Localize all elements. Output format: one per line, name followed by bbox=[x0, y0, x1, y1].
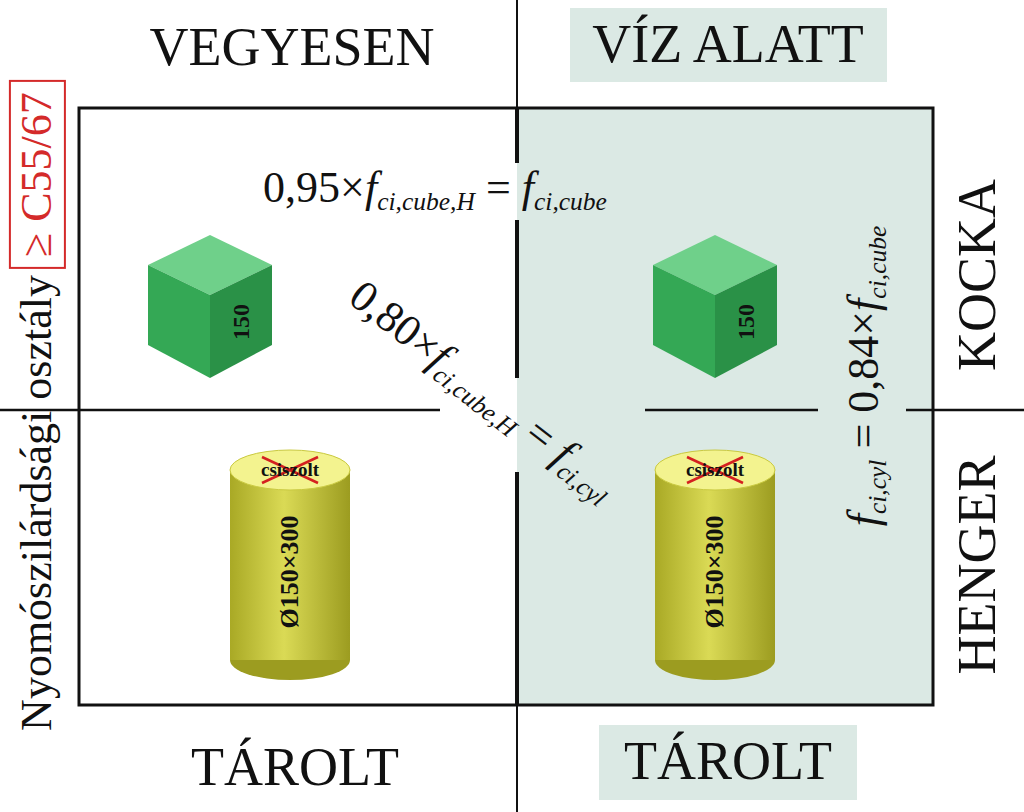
divider-line bbox=[516, 705, 518, 812]
dimension-label: Ø150×300 bbox=[276, 515, 305, 628]
cylinder-body bbox=[655, 470, 775, 660]
box-text: TÁROLT bbox=[624, 732, 832, 791]
formula: fci,cyl = 0,84×fci,cube bbox=[840, 226, 892, 527]
formula: 0,95×fci,cube,H = fci,cube bbox=[263, 164, 607, 216]
divider-line bbox=[515, 108, 519, 163]
formula-part: = bbox=[475, 163, 522, 212]
subscript: ci,cube bbox=[863, 226, 892, 299]
cylinder-top bbox=[230, 450, 350, 490]
vertical-caption: Nyomószilárdsági osztály ≥ C55/67 bbox=[9, 80, 66, 731]
cube-face bbox=[148, 265, 210, 378]
cylinder-specimen bbox=[230, 450, 350, 680]
struck-label: csiszolt bbox=[686, 460, 744, 481]
subscript: ci,cyl bbox=[863, 460, 892, 515]
formula-part: = 0,84× bbox=[839, 311, 888, 460]
footer-box: TÁROLT bbox=[599, 725, 857, 800]
dimension-label: 150 bbox=[228, 304, 254, 340]
outer-frame bbox=[79, 108, 933, 705]
header-box: VÍZ ALATT bbox=[570, 8, 887, 82]
dimension-label: Ø150×300 bbox=[701, 515, 730, 628]
divider-line bbox=[515, 220, 519, 378]
cube-face bbox=[210, 265, 272, 378]
variable: f bbox=[522, 163, 534, 212]
divider-line bbox=[0, 409, 440, 412]
class-box: ≥ C55/67 bbox=[9, 80, 66, 269]
divider-line bbox=[906, 409, 1024, 412]
column-heading: VEGYESEN bbox=[150, 18, 435, 77]
dimension-label: 150 bbox=[733, 304, 759, 340]
formula-part: 0,95× bbox=[263, 163, 365, 212]
row-heading: HENGER bbox=[948, 456, 1007, 675]
cylinder-top bbox=[655, 450, 775, 490]
variable: f bbox=[365, 163, 377, 212]
cylinder-body bbox=[230, 470, 350, 660]
divider-line bbox=[645, 409, 818, 412]
variable: f bbox=[839, 514, 888, 526]
cube-specimen bbox=[148, 235, 272, 378]
cylinder-specimen bbox=[655, 450, 775, 680]
subscript: ci,cube,H bbox=[377, 187, 475, 216]
box-text: ≥ C55/67 bbox=[13, 92, 61, 257]
vertical-divider bbox=[517, 0, 518, 812]
cube-face bbox=[653, 265, 715, 378]
box-text: VÍZ ALATT bbox=[592, 15, 863, 74]
divider-line bbox=[516, 0, 518, 108]
struck-label: csiszolt bbox=[261, 460, 319, 481]
cube-face bbox=[715, 265, 777, 378]
subscript: ci,cube bbox=[534, 187, 607, 216]
divider-line bbox=[515, 472, 519, 705]
variable: f bbox=[839, 299, 888, 311]
column-footer: TÁROLT bbox=[191, 738, 399, 797]
axis-label: Nyomószilárdsági osztály bbox=[13, 275, 61, 731]
subscript: ci,cube,H bbox=[428, 360, 523, 443]
row-heading: KOCKA bbox=[948, 179, 1007, 371]
underwater-region bbox=[517, 108, 933, 705]
formula: 0,80×fci,cube,H = fci,cyl bbox=[338, 271, 627, 513]
cube-specimen bbox=[653, 235, 777, 378]
